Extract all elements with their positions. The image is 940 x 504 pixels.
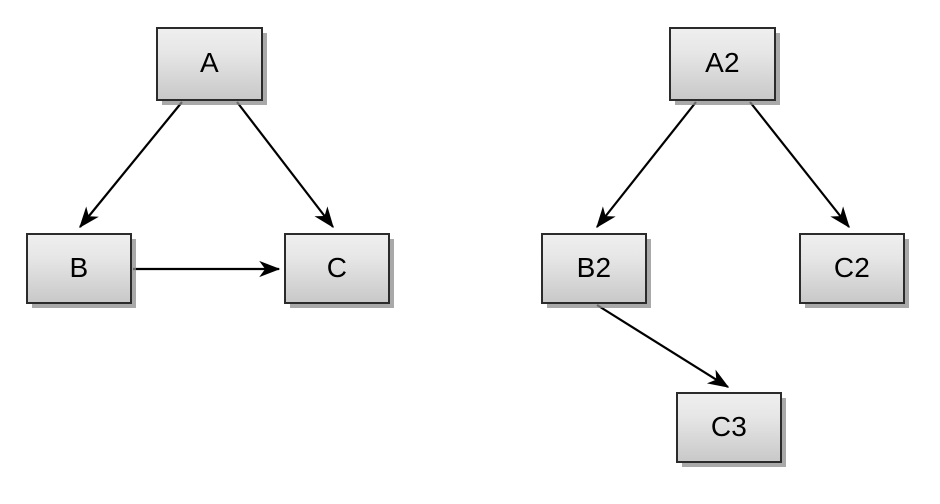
node-c3[interactable]: C3 <box>676 392 782 463</box>
edge-a2-to-b2 <box>596 101 697 229</box>
node-a-label: A <box>200 47 219 78</box>
node-a2-label: A2 <box>705 47 740 78</box>
edge-b2-to-c3 <box>596 304 730 388</box>
node-b2[interactable]: B2 <box>541 233 647 304</box>
node-a[interactable]: A <box>156 27 263 101</box>
node-b[interactable]: B <box>26 233 132 304</box>
node-c-label: C <box>326 251 348 283</box>
node-b2-label: B2 <box>576 251 612 283</box>
node-c2[interactable]: C2 <box>799 233 905 304</box>
node-c[interactable]: C <box>284 233 390 304</box>
edge-a-to-b <box>79 101 183 229</box>
edge-a2-to-c2 <box>749 101 850 229</box>
node-c2-label: C2 <box>833 251 871 283</box>
node-b-label: B <box>69 251 89 283</box>
node-a2[interactable]: A2 <box>669 27 776 101</box>
edge-a-to-c <box>236 101 334 229</box>
node-c3-label: C3 <box>710 410 748 442</box>
